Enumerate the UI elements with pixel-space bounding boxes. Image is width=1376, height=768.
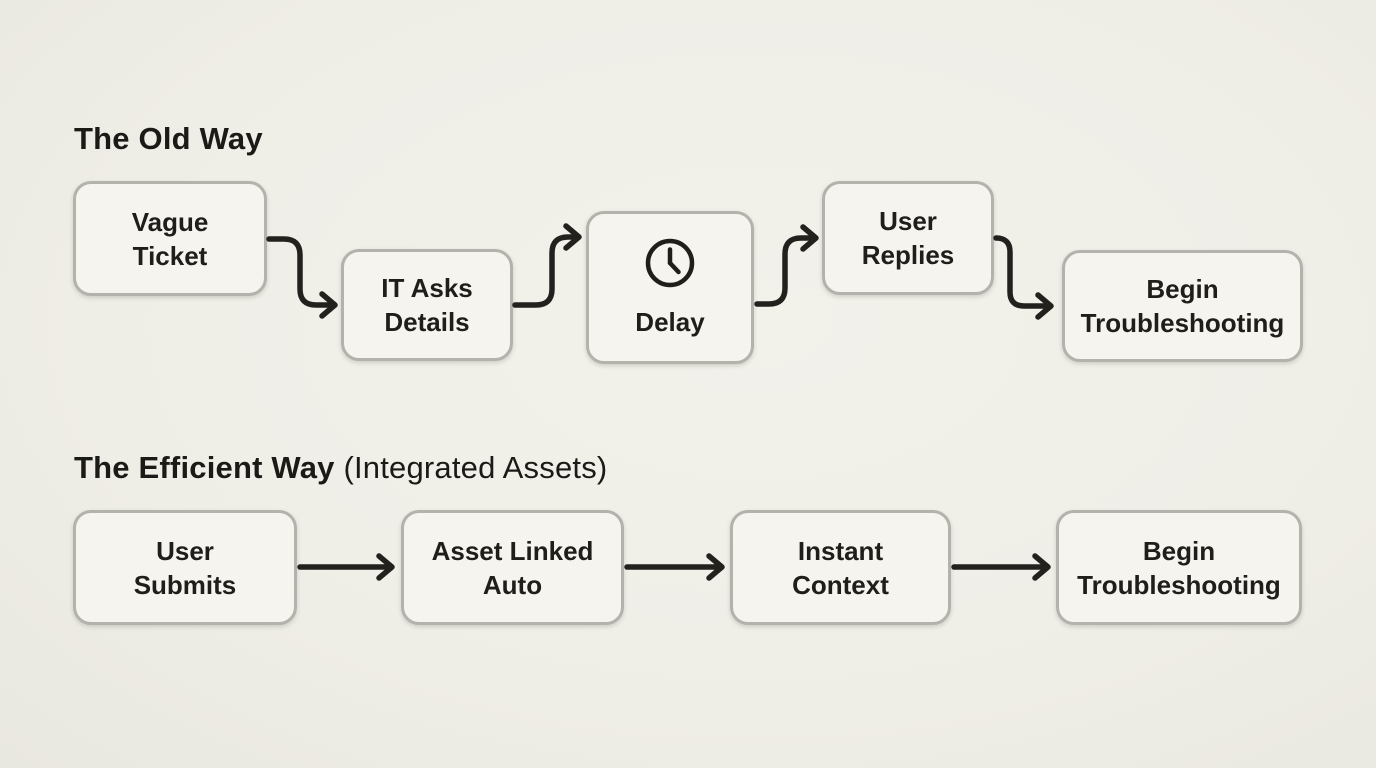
node-delay: Delay <box>586 211 754 364</box>
node-it-asks-details: IT Asks Details <box>341 249 513 361</box>
node-asset-linked-auto: Asset Linked Auto <box>401 510 624 625</box>
node-label-line: Context <box>792 569 889 600</box>
node-label-line: Submits <box>133 569 237 600</box>
flow-title-old-way-bold: The Old Way <box>74 121 263 156</box>
node-label-line: Delay <box>635 306 705 337</box>
node-user-submits: User Submits <box>73 510 297 625</box>
node-label-line: Asset Linked <box>431 535 594 566</box>
node-label-line: User <box>879 206 937 236</box>
flow-title-old-way: The Old Way <box>74 121 263 157</box>
node-label-line: Begin <box>1146 274 1219 304</box>
node-label-line: Troubleshooting <box>1080 308 1285 338</box>
connector-arrow <box>951 553 1051 581</box>
flow-title-efficient-way: The Efficient Way (Integrated Assets) <box>74 450 607 486</box>
node-label-line: IT Asks <box>381 273 473 303</box>
connector-arrow <box>754 224 819 307</box>
node-label-line: Replies <box>861 240 955 270</box>
connector-arrow <box>993 235 1054 320</box>
node-label-line: User <box>156 535 214 566</box>
node-label-line: Vague <box>131 206 209 237</box>
connector-arrow <box>266 236 338 319</box>
node-vague-ticket: Vague Ticket <box>73 181 267 296</box>
node-label-line: Auto <box>482 569 543 600</box>
node-user-replies: User Replies <box>822 181 994 295</box>
node-begin-troubleshooting-efficient: Begin Troubleshooting <box>1056 510 1302 625</box>
node-label-line: Details <box>384 307 470 337</box>
node-label-line: Begin <box>1142 535 1216 566</box>
clock-icon <box>644 237 696 297</box>
node-begin-troubleshooting-old: Begin Troubleshooting <box>1062 250 1303 362</box>
connector-arrow <box>512 223 582 308</box>
node-instant-context: Instant Context <box>730 510 951 625</box>
flow-title-efficient-way-bold: The Efficient Way <box>74 450 335 485</box>
flow-title-efficient-way-regular: (Integrated Assets) <box>334 450 608 485</box>
node-label-line: Instant <box>797 535 884 566</box>
node-label-line: Ticket <box>132 240 208 271</box>
connector-arrow <box>297 553 395 581</box>
node-label-line: Troubleshooting <box>1077 569 1281 600</box>
connector-arrow <box>624 553 725 581</box>
